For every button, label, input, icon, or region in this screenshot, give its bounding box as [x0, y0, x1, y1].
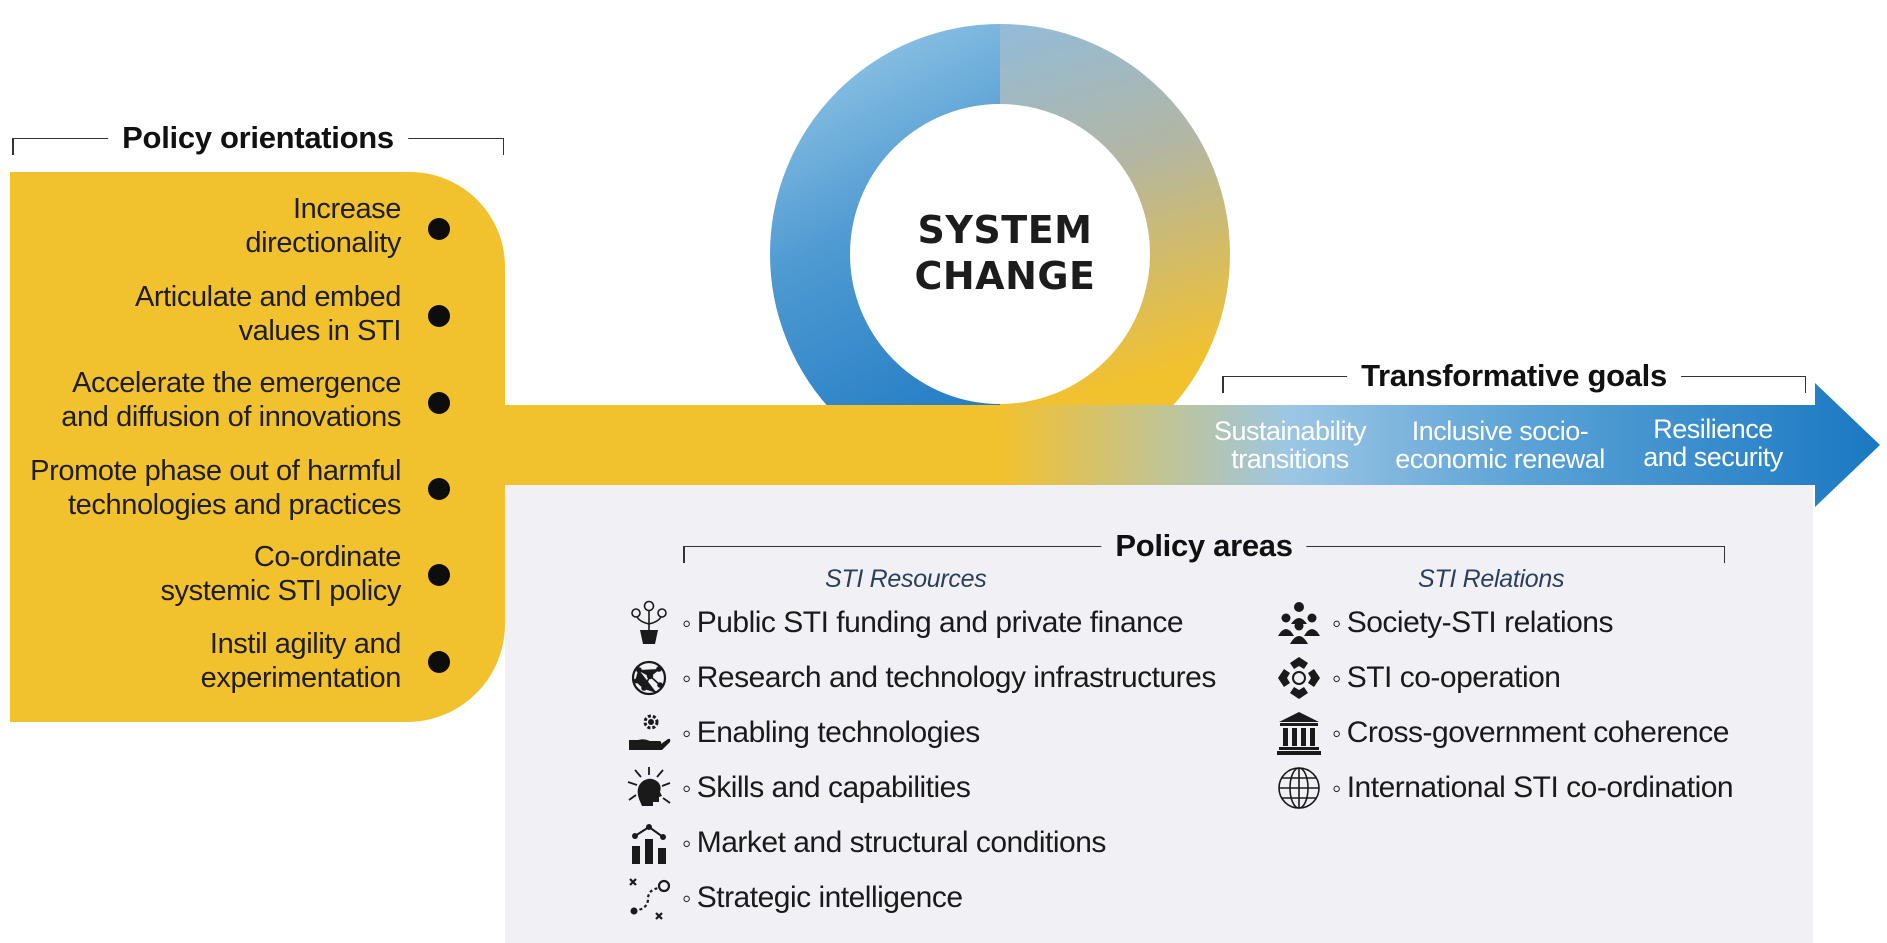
relation-item-society: Society-STI relations — [1276, 602, 1614, 644]
relation-item-international: International STI co-ordination — [1276, 767, 1734, 809]
people-group-icon — [1278, 602, 1320, 644]
bullet-dot — [428, 392, 450, 414]
resource-item-enabling-tech: Enabling technologies — [626, 713, 980, 753]
resource-label: Research and technology infrastructures — [682, 661, 1217, 695]
goal-line: Resilience — [1653, 414, 1773, 444]
goals-bracket: Transformative goals — [1222, 358, 1806, 394]
bullet-dot — [428, 305, 450, 327]
resource-label: Public STI funding and private finance — [682, 606, 1184, 640]
bullet-dot — [428, 651, 450, 673]
orientations-block — [10, 172, 505, 722]
hand-gear-icon — [629, 714, 671, 750]
money-plant-icon — [631, 600, 667, 644]
orientation-line: and diffusion of innovations — [61, 401, 401, 433]
resource-label: Enabling technologies — [682, 716, 981, 750]
orientation-line: technologies and practices — [68, 489, 401, 521]
goal-line: Sustainability — [1213, 416, 1367, 446]
head-arrows-icon — [627, 767, 671, 806]
system-change-label: SYSTEM CHANGE — [905, 207, 1105, 299]
goals-arrow — [1000, 383, 1880, 507]
resource-label: Strategic intelligence — [682, 881, 963, 915]
resource-item-skills: Skills and capabilities — [626, 767, 971, 808]
bullet-dot — [428, 564, 450, 586]
resource-item-finance: Public STI funding and private finance — [626, 600, 1184, 644]
goal-sustainability: Sustainability transitions — [1200, 417, 1380, 473]
relation-label: International STI co-ordination — [1332, 771, 1734, 805]
system-change-line-2: CHANGE — [914, 254, 1096, 298]
relation-item-government: Cross-government coherence — [1276, 712, 1730, 755]
goal-line: and security — [1643, 442, 1783, 472]
orientation-line: experimentation — [200, 662, 402, 694]
relation-label: STI co-operation — [1332, 661, 1561, 695]
resources-heading: STI Resources — [825, 565, 987, 593]
policy-areas-bracket: Policy areas — [683, 528, 1725, 564]
goal-line: economic renewal — [1395, 444, 1605, 474]
relation-label: Cross-government coherence — [1332, 716, 1730, 750]
bar-chart-icon — [632, 824, 666, 864]
goal-line: transitions — [1231, 444, 1349, 474]
orientation-line: values in STI — [238, 315, 402, 347]
orientation-band — [500, 405, 1010, 485]
goal-resilience: Resilience and security — [1628, 415, 1798, 471]
joined-hands-icon — [1278, 657, 1320, 699]
orientations-title: Policy orientations — [108, 120, 408, 156]
orientation-line: Instil agility and — [209, 628, 401, 660]
strategy-path-icon — [629, 878, 671, 920]
globe-icon — [1278, 767, 1320, 809]
goals-title: Transformative goals — [1347, 358, 1681, 394]
relation-label: Society-STI relations — [1332, 606, 1614, 640]
goal-line: Inclusive socio- — [1411, 416, 1589, 446]
policy-areas-title: Policy areas — [1101, 528, 1307, 564]
orientations-bracket: Policy orientations — [12, 120, 504, 156]
orientation-line: Increase — [292, 193, 401, 225]
resource-label: Market and structural conditions — [682, 826, 1107, 860]
bullet-dot — [428, 478, 450, 500]
orientation-line: Accelerate the emergence — [72, 367, 401, 399]
resource-item-infrastructure: Research and technology infrastructures — [626, 658, 1216, 698]
goal-inclusive: Inclusive socio- economic renewal — [1385, 417, 1615, 473]
orientation-line: Co-ordinate — [253, 541, 402, 573]
resource-item-intelligence: Strategic intelligence — [626, 878, 963, 920]
relation-item-cooperation: STI co-operation — [1276, 657, 1561, 699]
orientation-line: Articulate and embed — [134, 281, 401, 313]
orientation-line: systemic STI policy — [160, 575, 401, 607]
resource-item-market: Market and structural conditions — [626, 823, 1107, 864]
relations-heading: STI Relations — [1418, 565, 1565, 593]
resource-label: Skills and capabilities — [682, 771, 971, 805]
system-change-line-1: SYSTEM — [917, 208, 1093, 252]
bullet-dot — [428, 218, 450, 240]
government-building-icon — [1277, 712, 1321, 755]
system-change-ring — [770, 24, 1230, 484]
orientation-line: Promote phase out of harmful — [30, 455, 401, 487]
network-globe-icon — [631, 660, 667, 696]
orientation-line: directionality — [245, 227, 401, 259]
